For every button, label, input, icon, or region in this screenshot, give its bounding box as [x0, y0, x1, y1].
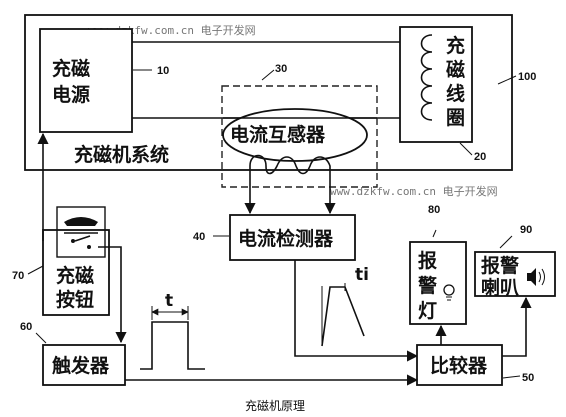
horn-num: 90: [520, 224, 532, 236]
coil-char-2: 磁: [446, 58, 465, 81]
alarm-lamp-box: [409, 241, 467, 325]
coil-char-4: 圈: [446, 107, 465, 129]
system-num: 100: [518, 71, 536, 83]
power-supply-line2: 电源: [52, 83, 90, 106]
arrow-comparator-to-horn: [502, 296, 532, 357]
lamp-char-2: 警: [418, 274, 437, 297]
system-label: 充磁机系统: [74, 143, 169, 166]
detector-num: 40: [193, 231, 205, 243]
horn-line2: 喇叭: [481, 277, 519, 299]
horn-leader: [499, 235, 513, 249]
power-supply-num: 10: [157, 65, 169, 77]
alarm-horn-box: [474, 251, 556, 297]
system-leader: [497, 75, 517, 85]
system-box: [24, 14, 513, 171]
speaker-icon: [527, 268, 545, 286]
lamp-char-3: 灯: [418, 300, 437, 322]
coil-char-1: 充: [446, 34, 465, 57]
trigger-label: 触发器: [52, 354, 110, 377]
lamp-num: 80: [428, 204, 440, 216]
transformer-dashed-box: [221, 85, 378, 188]
horn-line1: 报警: [481, 254, 519, 277]
arrow-detector-to-comparator: [294, 260, 419, 362]
transformer-num: 30: [275, 63, 287, 75]
current-detector-label: 电流检测器: [238, 227, 334, 250]
power-supply-box: [39, 28, 133, 133]
ramp-waveform: [321, 286, 365, 347]
coil-leader: [459, 142, 473, 156]
coil-char-3: 线: [446, 82, 465, 105]
button-num: 70: [12, 270, 24, 282]
comparator-num: 50: [522, 372, 534, 384]
button-line1: 充磁: [56, 264, 94, 287]
comparator-leader: [502, 375, 521, 379]
trigger-num: 60: [20, 321, 32, 333]
push-button-icon: [56, 206, 106, 258]
trigger-leader: [35, 332, 47, 344]
current-detector-box: [229, 214, 356, 261]
pulse-label: t: [165, 291, 173, 311]
button-box: [42, 229, 110, 316]
coil-num: 20: [474, 151, 486, 163]
coil-winding: [420, 34, 433, 121]
button-line2: 按钮: [56, 288, 94, 311]
ramp-label: ti: [355, 265, 369, 285]
arrow-button-to-trigger: [98, 246, 127, 344]
bulb-icon: [443, 284, 455, 301]
lamp-char-1: 报: [418, 249, 437, 272]
coil-box: [399, 26, 473, 143]
lamp-leader: [432, 229, 437, 238]
pulse-waveform: [140, 321, 205, 370]
transformer-pickup-coil: [249, 154, 331, 187]
transformer-label: 电流互感器: [230, 123, 326, 146]
button-leader: [27, 265, 44, 275]
caption: 充磁机原理: [245, 398, 305, 413]
comparator-box: [416, 344, 503, 386]
trigger-box: [42, 344, 126, 386]
transformer-ring: [222, 108, 368, 162]
power-supply-line1: 充磁: [52, 57, 90, 80]
comparator-label: 比较器: [430, 354, 488, 377]
transformer-leader: [261, 69, 275, 81]
watermark-mid: www.dzkfw.com.cn 电子开发网: [330, 184, 498, 198]
